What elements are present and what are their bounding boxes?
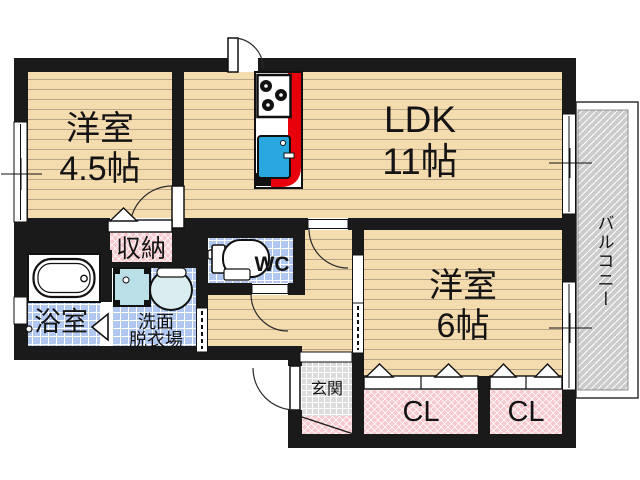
wash-basin-unit [149, 267, 193, 311]
bathroom-floor [28, 302, 100, 346]
wc-label: WC [255, 253, 290, 276]
fixtures [27, 71, 303, 311]
door-bedroom1-leaf [171, 185, 185, 229]
wash-basin-faucet [156, 267, 187, 278]
wall-wc-bottom [196, 283, 305, 295]
bathtub-drain [80, 274, 88, 283]
folding-door-storage [107, 219, 173, 233]
closet2-label: CL [507, 396, 544, 428]
bathroom-label: 浴室 [34, 307, 88, 337]
folding-door-closet2-triangle-b [533, 362, 562, 378]
closet2-floor [490, 390, 562, 434]
entrance-label: 玄関 [311, 380, 343, 398]
washing-machine-icon [113, 267, 151, 307]
folding-door-closet1-triangle-b [433, 363, 464, 378]
kitchen-sink-handle [283, 152, 295, 159]
wall-bottom-right [288, 434, 576, 448]
door-bathroom-marker [90, 312, 109, 342]
ldk-floor [184, 72, 562, 218]
storage-floor [110, 232, 172, 262]
bedroom1-size: 4.5帖 [59, 150, 140, 188]
sliding-door-bedroom2 [352, 254, 364, 304]
window-bathroom [13, 296, 28, 325]
kitchen-unit [254, 71, 303, 189]
kitchen-faucet-icon [280, 140, 286, 146]
labels: 洋室 4.5帖 LDK 11帖 洋室 6帖 収納 WC 洗面 脱衣場 浴室 玄関… [34, 99, 614, 428]
door-ldk-arc [308, 228, 349, 269]
stove-burner-1-dot [264, 84, 268, 88]
wall-storage-bottom [110, 262, 196, 268]
wall-mid-horizontal [172, 218, 562, 230]
wall-closet-divider [478, 376, 490, 434]
wall-bathroom-top [14, 218, 110, 254]
washer-corner-d [144, 300, 150, 306]
stove-burner-3-dot [266, 103, 270, 107]
entrance-floor [302, 360, 352, 416]
wall-bottom-left [14, 346, 302, 360]
ldk-size: 11帖 [382, 141, 457, 182]
wall-top [14, 58, 576, 72]
folding-door-closet1-triangle-a [364, 363, 395, 378]
folding-door-closet2-triangle-a [489, 362, 518, 378]
kitchen-counter-edge [271, 73, 301, 187]
stove-burner-2-dot [279, 93, 283, 97]
bathtub-inner [37, 262, 91, 294]
washer-corner-c [114, 300, 120, 306]
washer-corner-b [144, 268, 150, 274]
door-ldk-header [307, 219, 349, 229]
bathtub-unit [27, 253, 101, 303]
washroom-label-line2: 脱衣場 [129, 330, 183, 350]
door-wc-header [251, 284, 289, 294]
bathroom-knob-icon [25, 325, 33, 333]
entrance-step-bar [299, 351, 353, 363]
toilet-unit [207, 239, 270, 281]
service-door-arc [232, 37, 264, 69]
wall-bedroom1-right [172, 58, 184, 218]
balcony-deck [577, 109, 629, 391]
entrance-step-diagonal [301, 416, 353, 435]
washing-machine-unit [113, 267, 151, 307]
bedroom2-size: 6帖 [437, 307, 490, 345]
ldk-label: LDK [384, 99, 456, 140]
bedroom2-floor [364, 230, 562, 376]
washer-corner-a [114, 268, 120, 274]
wall-wc-right [293, 230, 305, 295]
washer-dial [122, 276, 130, 284]
door-entrance-leaf [289, 365, 301, 411]
bedroom2-label: 洋室 [429, 267, 497, 305]
storage-label: 収納 [116, 235, 166, 263]
toilet-base [223, 268, 251, 281]
closet1-label: CL [402, 396, 439, 428]
balcony-label: バルコニー [595, 214, 614, 309]
sliding-door-washroom [196, 307, 208, 353]
door-entrance-arc [252, 367, 296, 411]
windows-and-openings [1, 58, 592, 391]
wall-wc-top [196, 230, 305, 238]
folding-door-storage-triangle [108, 207, 139, 222]
door-wc-arc [250, 293, 289, 332]
bedroom1-label: 洋室 [66, 110, 134, 148]
washroom-label-line1: 洗面 [138, 312, 174, 332]
doors [25, 37, 563, 411]
service-door-leaf [227, 37, 239, 73]
closet1-floor [364, 390, 478, 434]
